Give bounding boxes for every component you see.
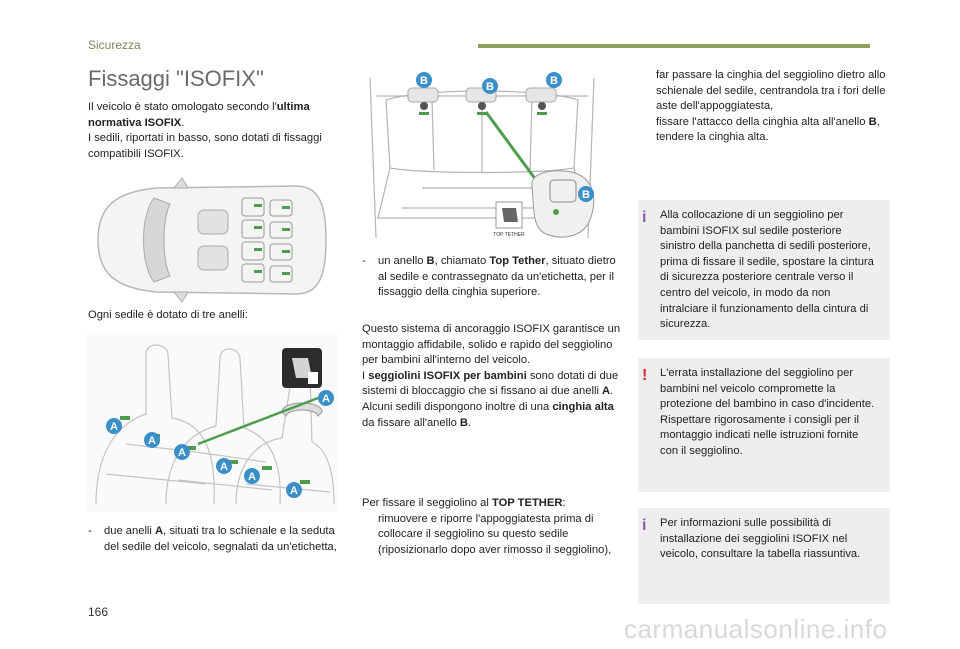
tag-a-2: A	[148, 435, 156, 447]
tag-a-1: A	[110, 421, 118, 433]
info-icon: i	[642, 517, 647, 534]
bullet-a: -due anelli A, situati tra lo schienale …	[88, 525, 337, 553]
tag-b-4: B	[582, 189, 590, 201]
info-icon: i	[642, 209, 647, 226]
page-title: Fissaggi "ISOFIX"	[88, 66, 264, 91]
tether-steps-start: Per fissare il seggiolino al TOP TETHER:…	[362, 497, 612, 556]
page-number: 166	[88, 605, 109, 619]
header-rule	[478, 44, 870, 48]
tag-a-6: A	[290, 485, 298, 497]
tag-a-7: A	[322, 393, 330, 405]
warning-icon: !	[642, 367, 648, 384]
bullet-b: -un anello B, chiamato Top Tether, situa…	[362, 255, 616, 299]
warning-box-installation: ! L'errata installazione del seggiolino …	[638, 358, 890, 492]
watermark: carmanualsonline.info	[624, 614, 888, 644]
tag-b-2: B	[486, 81, 494, 93]
rear-seats-isofix-illustration: A A A A A A A	[86, 334, 338, 512]
tag-a-4: A	[220, 461, 228, 473]
intro-paragraph: Il veicolo è stato omologato secondo l'u…	[88, 101, 322, 160]
section-name: Sicurezza	[88, 38, 141, 52]
tether-steps-continued: far passare la cinghia del seggiolino di…	[656, 69, 886, 144]
info-box-table: i Per informazioni sulle possibilità di …	[638, 508, 890, 604]
tag-a-3: A	[178, 447, 186, 459]
isofix-description: Questo sistema di ancoraggio ISOFIX gara…	[362, 323, 621, 429]
car-top-view-illustration	[86, 176, 336, 304]
rings-caption: Ogni sedile è dotato di tre anelli:	[88, 309, 248, 321]
top-tether-illustration: TOP TETHER B B B B	[362, 68, 602, 244]
tag-b-3: B	[550, 75, 558, 87]
tag-a-5: A	[248, 471, 256, 483]
info-box-seatbelt: i Alla collocazione di un seggiolino per…	[638, 200, 890, 340]
tag-b-1: B	[420, 75, 428, 87]
top-tether-label-text: TOP TETHER	[493, 232, 525, 238]
